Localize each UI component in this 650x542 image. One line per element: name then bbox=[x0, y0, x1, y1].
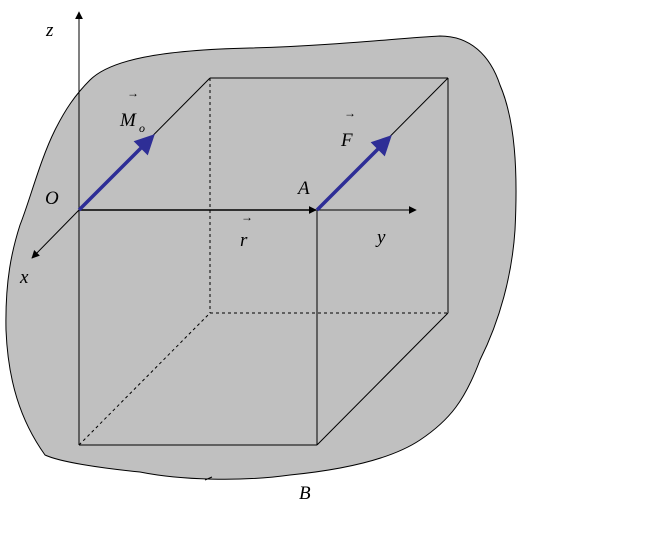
z-axis-label: z bbox=[45, 20, 54, 41]
force-vector-mark: → bbox=[344, 106, 356, 120]
moment-label: M bbox=[119, 110, 137, 131]
x-axis-label: x bbox=[19, 267, 29, 288]
y-axis-label: y bbox=[375, 227, 386, 248]
moment-subscript: o bbox=[139, 121, 145, 135]
force-vector-f bbox=[315, 135, 392, 212]
cube-edge-bottom-left-diagonal-hidden bbox=[78, 312, 211, 446]
position-label: r bbox=[240, 230, 248, 251]
force-label: F bbox=[340, 130, 353, 151]
point-a-label: A bbox=[296, 178, 310, 199]
origin-label: O bbox=[45, 188, 59, 209]
moment-vector-mark: → bbox=[127, 86, 139, 100]
x-axis bbox=[31, 209, 80, 259]
position-vector-mark: → bbox=[241, 210, 253, 224]
rigid-body-tail bbox=[204, 476, 213, 481]
moment-vector-mo bbox=[77, 134, 155, 212]
cube-edge-bottom-right-diagonal bbox=[316, 312, 449, 446]
rigid-body-blob bbox=[5, 35, 517, 480]
point-b-label: B bbox=[299, 483, 311, 504]
